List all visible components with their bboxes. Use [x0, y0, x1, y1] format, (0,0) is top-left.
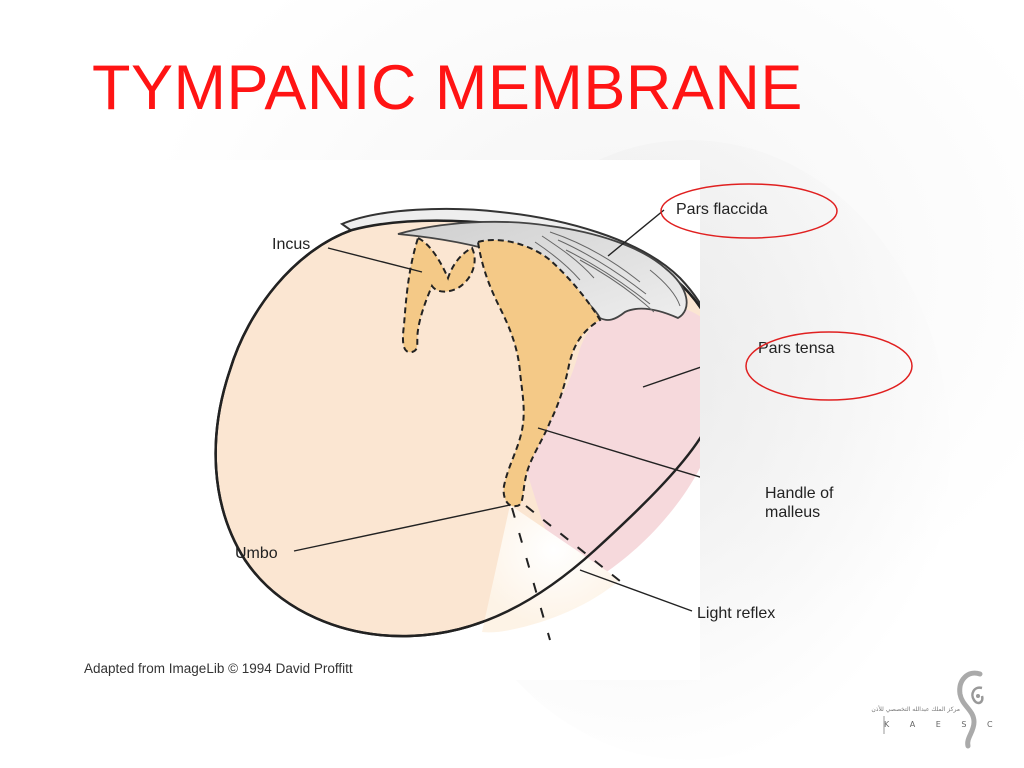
image-credit: Adapted from ImageLib © 1994 David Proff… [84, 661, 353, 676]
incus-shape [402, 236, 476, 354]
label-incus: Incus [272, 236, 310, 253]
slide-title: TYMPANIC MEMBRANE [92, 53, 803, 123]
kaesc-logo: مركز الملك عبدالله التخصصي للأذن K A E S… [870, 660, 1000, 750]
membrane-outline [214, 228, 700, 638]
pars-tensa-region [520, 303, 700, 592]
pars-flaccida-texture [534, 231, 681, 313]
logo-latin-text: K A E S C [884, 720, 1002, 729]
diagram-svg: Incus Umbo Adapted from ImageLib © 1994 … [84, 207, 700, 676]
tympanic-membrane-figure: Incus Umbo Adapted from ImageLib © 1994 … [80, 160, 700, 680]
ear-logo-icon [883, 670, 984, 749]
leader-lines [293, 209, 700, 612]
light-reflex-region [482, 505, 620, 633]
label-umbo: Umbo [235, 545, 278, 562]
label-handle-of-malleus-line1: Handle of [765, 485, 834, 502]
label-light-reflex: Light reflex [697, 605, 775, 622]
label-pars-flaccida: Pars flaccida [676, 201, 768, 218]
label-handle-of-malleus-line2: malleus [765, 504, 820, 521]
logo-arabic-text: مركز الملك عبدالله التخصصي للأذن [871, 706, 960, 713]
pars-flaccida-highlight [660, 183, 838, 239]
malleus-handle-shape [476, 239, 602, 508]
label-pars-tensa: Pars tensa [758, 340, 835, 357]
pars-tensa-highlight [745, 331, 913, 401]
